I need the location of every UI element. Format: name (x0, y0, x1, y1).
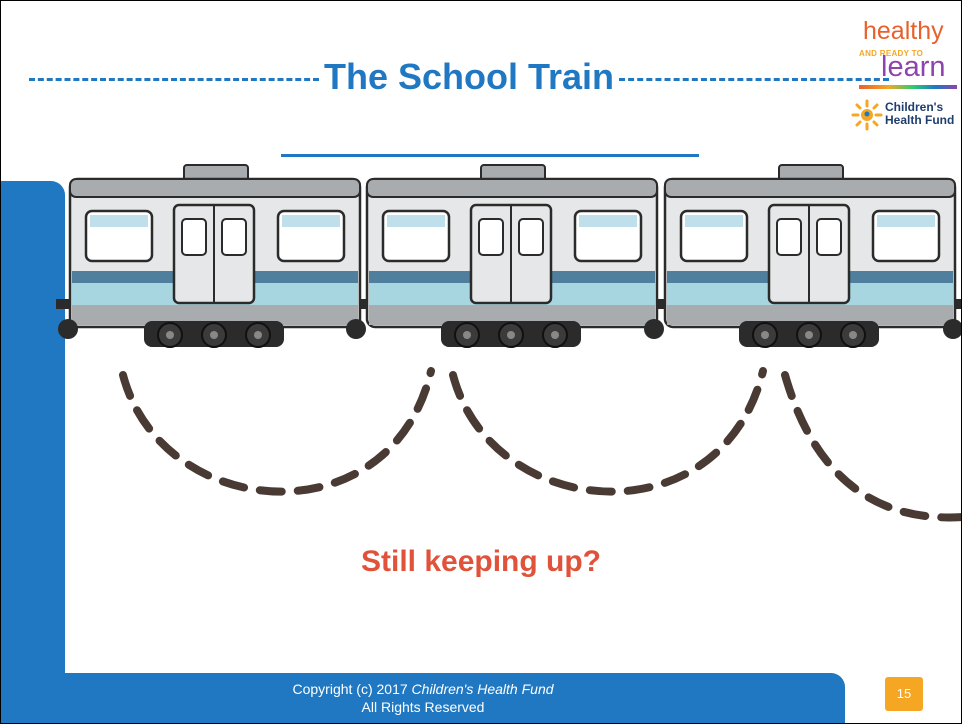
page-number-badge: 15 (885, 677, 923, 711)
sun-icon (851, 99, 883, 131)
childrens-health-fund-logo-text: Children's Health Fund (885, 101, 954, 127)
footer-copyright: Copyright (c) 2017 Children's Health Fun… (1, 680, 845, 698)
title-rule (281, 154, 699, 157)
logo-pencil-underline (859, 85, 957, 89)
footer-copyright-org: Children's Health Fund (411, 681, 554, 697)
title-dashes-left (29, 78, 319, 81)
healthy-ready-to-learn-logo: healthy AND READY TO learn Children's He… (851, 15, 961, 145)
logo-ready-text: AND READY TO (859, 49, 924, 58)
title-dashes-right (619, 78, 889, 81)
footer-copyright-prefix: Copyright (c) 2017 (292, 681, 412, 697)
footer-rights: All Rights Reserved (361, 699, 485, 715)
logo-org-line2: Health Fund (885, 113, 955, 127)
logo-healthy-text: healthy (863, 17, 944, 45)
logo-learn-text: learn (881, 51, 946, 83)
footer-bar: Copyright (c) 2017 Children's Health Fun… (1, 673, 845, 723)
dashed-track-arcs (119, 367, 961, 522)
slide-title: The School Train (323, 56, 615, 97)
train-illustration (56, 163, 961, 349)
left-accent-band (1, 181, 65, 723)
keeping-up-question: Still keeping up? (360, 545, 601, 578)
logo-org-line1: Children's (885, 100, 944, 114)
title-row: The School Train (1, 53, 889, 103)
